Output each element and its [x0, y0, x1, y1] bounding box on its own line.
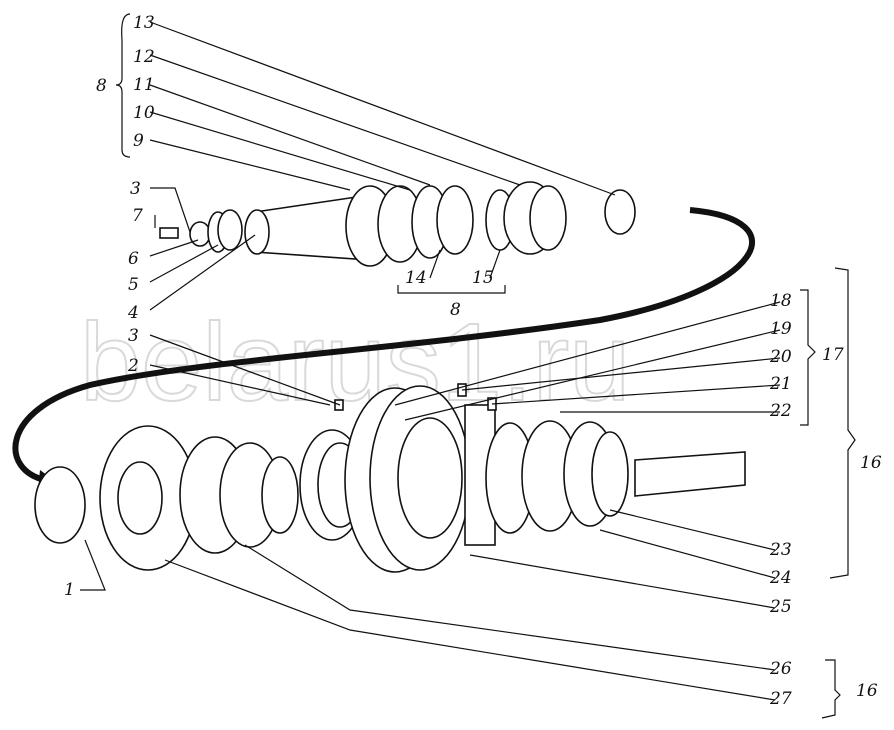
group-label-17: 17 [822, 345, 844, 365]
label-19: 19 [770, 319, 792, 339]
label-1: 1 [64, 580, 75, 600]
label-18: 18 [770, 291, 792, 311]
group-label-8: 8 [96, 76, 107, 96]
label-24: 24 [769, 568, 792, 588]
label-25: 25 [769, 597, 792, 617]
label-26: 26 [769, 659, 792, 679]
label-22: 22 [769, 401, 792, 421]
part-1-disc [34, 466, 86, 544]
label-5: 5 [128, 275, 139, 295]
leader-lines [80, 13, 856, 719]
label-23: 23 [769, 540, 792, 560]
label-20: 20 [769, 347, 792, 367]
upper-shaft-assembly [159, 181, 636, 267]
label-3: 3 [130, 179, 141, 199]
label-6: 6 [128, 249, 139, 269]
group-label-8b: 8 [450, 300, 461, 320]
label-27: 27 [769, 689, 792, 709]
label-15: 15 [472, 268, 494, 288]
group-label-16b: 16 [856, 681, 878, 701]
label-2: 2 [127, 356, 139, 376]
label-11: 11 [133, 75, 155, 95]
label-14: 14 [405, 268, 427, 288]
lower-housing-assembly [99, 383, 746, 573]
label-9: 9 [133, 131, 144, 151]
assembly-arrow [12, 207, 755, 483]
watermark: belarus1.ru [80, 301, 630, 424]
label-7: 7 [132, 206, 143, 226]
label-4: 4 [127, 303, 139, 323]
label-13: 13 [133, 13, 155, 33]
label-21: 21 [769, 374, 792, 394]
ring-13 [604, 189, 636, 235]
group-label-16: 16 [860, 453, 882, 473]
label-12: 12 [133, 47, 155, 67]
label-10: 10 [133, 103, 155, 123]
label-3b: 3 [128, 326, 139, 346]
